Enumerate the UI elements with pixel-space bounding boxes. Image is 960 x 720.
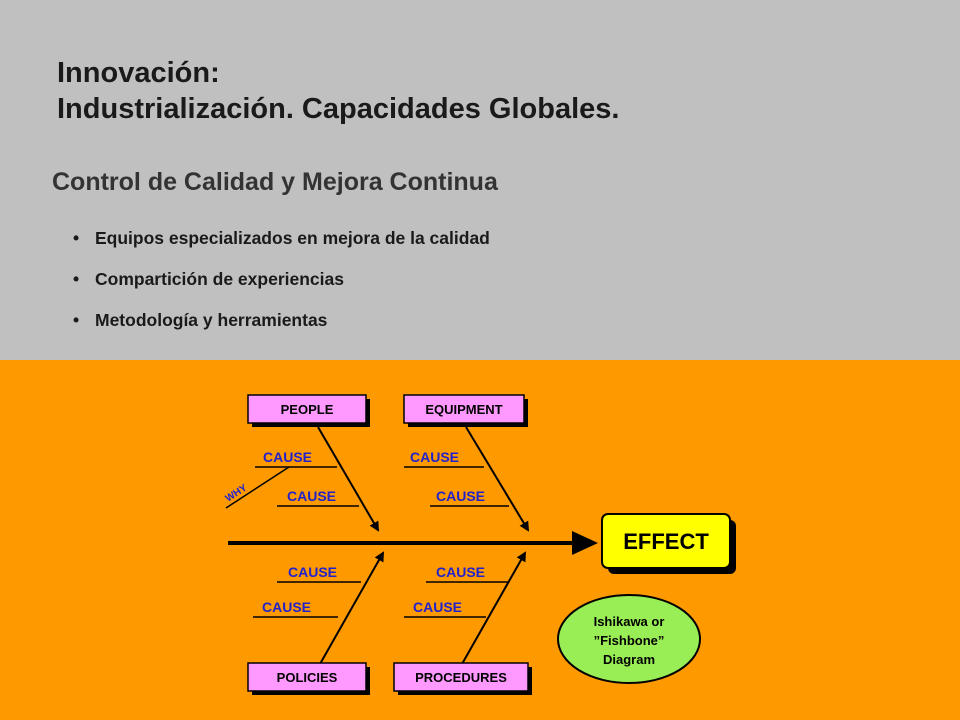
bullet-text: Equipos especializados en mejora de la c… [95, 228, 490, 248]
bone-people [317, 426, 380, 532]
bone-procedures [461, 551, 526, 665]
category-label-policies: POLICIES [277, 670, 338, 685]
bullet-text: Metodología y herramientas [95, 310, 328, 330]
note-line-1: Ishikawa or [594, 614, 665, 629]
bullet-dot-icon: • [73, 269, 80, 289]
bullet-dot-icon: • [73, 310, 80, 330]
bone-policies [319, 551, 384, 665]
spine-arrowhead [572, 531, 598, 555]
category-label-procedures: PROCEDURES [415, 670, 507, 685]
title-line-1: Innovación: [57, 57, 220, 89]
bone-equipment [465, 426, 530, 532]
cause-label: CAUSE [410, 449, 459, 465]
cause-label: CAUSE [436, 564, 485, 580]
category-label-equipment: EQUIPMENT [425, 402, 502, 417]
cause-label: CAUSE [263, 449, 312, 465]
bullet-item: • Metodología y herramientas [73, 310, 490, 351]
effect-box: EFFECT [601, 513, 736, 574]
cause-label: CAUSE [413, 599, 462, 615]
fishbone-diagram: CAUSE CAUSE CAUSE CAUSE CAUSE CAUSE CAUS… [224, 394, 736, 695]
cause-label: CAUSE [288, 564, 337, 580]
bullet-dot-icon: • [73, 228, 80, 248]
category-policies: POLICIES [247, 662, 370, 695]
slide-title: Innovación: Industrialización. Capacidad… [57, 55, 619, 127]
header-panel [0, 0, 960, 360]
category-people: PEOPLE [247, 394, 370, 427]
why-line [225, 466, 290, 509]
category-equipment: EQUIPMENT [403, 394, 528, 427]
effect-label: EFFECT [623, 529, 709, 554]
note-line-2: ”Fishbone” [594, 633, 665, 648]
bullet-item: • Equipos especializados en mejora de la … [73, 228, 490, 269]
cause-label: CAUSE [436, 488, 485, 504]
bullet-text: Compartición de experiencias [95, 269, 344, 289]
diagram-note: Ishikawa or ”Fishbone” Diagram [557, 594, 701, 684]
bullet-item: • Compartición de experiencias [73, 269, 490, 310]
note-line-3: Diagram [603, 652, 655, 667]
title-line-2: Industrialización. Capacidades Globales. [57, 93, 620, 125]
bullet-list: • Equipos especializados en mejora de la … [73, 228, 490, 351]
slide-subtitle: Control de Calidad y Mejora Continua [52, 168, 498, 196]
category-label-people: PEOPLE [281, 402, 334, 417]
cause-label: CAUSE [287, 488, 336, 504]
category-procedures: PROCEDURES [393, 662, 532, 695]
cause-label: CAUSE [262, 599, 311, 615]
